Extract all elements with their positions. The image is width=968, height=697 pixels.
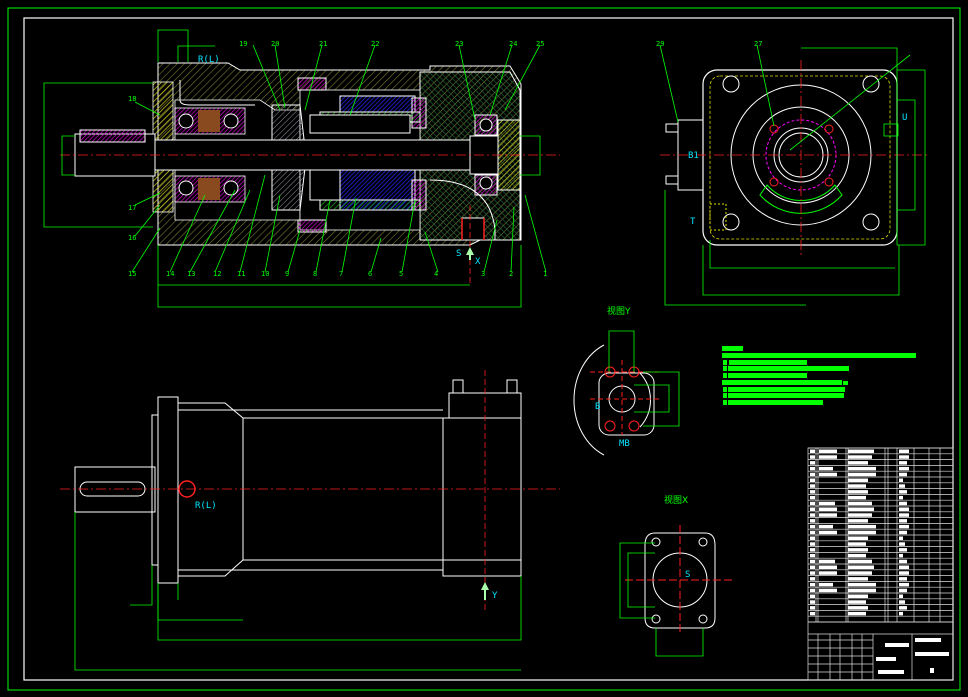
part-number-23: 23 <box>455 40 463 48</box>
technical-notes <box>722 346 916 405</box>
parts-list-table <box>807 447 954 681</box>
part-number-22: 22 <box>371 40 379 48</box>
port-label-b1: B1 <box>688 151 699 161</box>
part-number-11: 11 <box>237 270 245 278</box>
port-label-b: B <box>595 402 600 412</box>
port-label-t: T <box>690 217 696 227</box>
part-numbers-left: 18 17 16 <box>128 95 136 242</box>
part-number-3: 3 <box>481 270 485 278</box>
part-number-16: 16 <box>128 234 136 242</box>
port-label-u: U <box>902 113 907 123</box>
part-number-10: 10 <box>261 270 269 278</box>
view-x <box>619 525 735 657</box>
port-label-r-l-top: R(L) <box>198 55 220 65</box>
part-number-27: 27 <box>754 40 762 48</box>
part-number-17: 17 <box>128 204 136 212</box>
part-number-8: 8 <box>313 270 317 278</box>
part-number-18: 18 <box>128 95 136 103</box>
part-number-12: 12 <box>213 270 221 278</box>
part-number-1: 1 <box>543 270 547 278</box>
port-label-s-view-x: S <box>685 570 690 580</box>
part-numbers-top: 19 20 21 22 23 24 25 <box>239 40 544 48</box>
port-label-mb: MB <box>619 439 630 449</box>
inner-frame <box>23 17 954 681</box>
port-label-y: Y <box>492 591 498 601</box>
view-x-title: 视图X <box>664 494 688 506</box>
part-number-24: 24 <box>509 40 517 48</box>
part-number-19: 19 <box>239 40 247 48</box>
part-number-21: 21 <box>319 40 327 48</box>
part-number-15: 15 <box>128 270 136 278</box>
outer-frame <box>7 7 961 691</box>
view-y <box>573 330 680 456</box>
port-label-x: X <box>475 257 481 267</box>
part-number-9: 9 <box>285 270 289 278</box>
port-label-r-l-bottom: R(L) <box>195 501 217 511</box>
part-number-6: 6 <box>368 270 372 278</box>
view-y-title: 视图Y <box>607 305 631 317</box>
port-label-s: S <box>456 249 461 259</box>
part-number-20: 20 <box>271 40 279 48</box>
part-number-2: 2 <box>509 270 513 278</box>
part-number-5: 5 <box>399 270 403 278</box>
part-number-29: 29 <box>656 40 664 48</box>
part-numbers-bottom: 15 14 13 12 11 10 9 8 7 6 5 4 3 2 1 <box>128 270 547 278</box>
part-number-4: 4 <box>434 270 438 278</box>
external-view <box>60 370 560 671</box>
part-number-7: 7 <box>339 270 343 278</box>
leader-lines <box>131 44 547 273</box>
part-number-13: 13 <box>187 270 195 278</box>
end-view: 29 27 U B1 T <box>656 40 930 306</box>
part-number-14: 14 <box>166 270 174 278</box>
part-number-25: 25 <box>536 40 544 48</box>
